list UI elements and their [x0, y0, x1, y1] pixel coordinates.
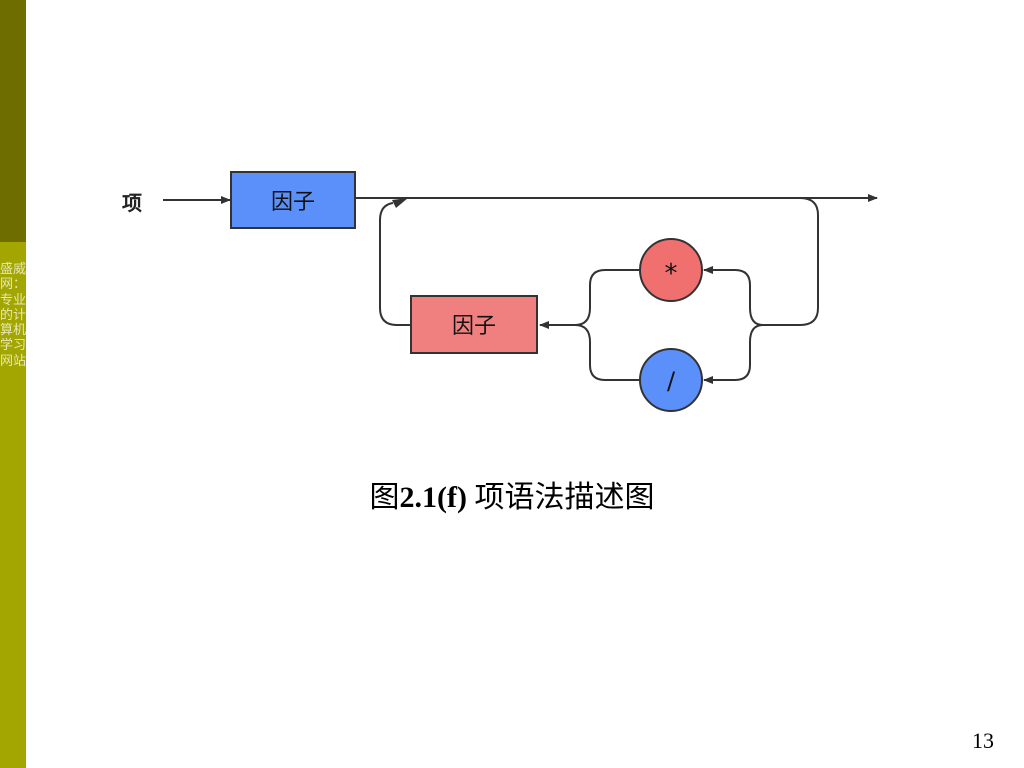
top-factor-box	[230, 171, 356, 229]
bottom-factor-label: 因子	[452, 314, 496, 339]
bottom-factor-box	[410, 295, 538, 354]
merge-multiply-path	[574, 269, 640, 326]
caption-title: 项语法描述图	[466, 481, 655, 514]
page-number: 13	[972, 728, 994, 753]
entry-label: 项	[122, 191, 142, 215]
caption-number: 2.1(f)	[399, 481, 467, 514]
figure-caption: 图2.1(f) 项语法描述图	[0, 472, 1024, 516]
sidebar-top-band	[0, 0, 26, 242]
caption-prefix: 图	[369, 481, 400, 514]
branch-multiply-path	[703, 266, 764, 326]
sidebar: 盛威网：专业的计算机学习网站	[0, 0, 26, 768]
branch-divide-path	[703, 324, 764, 384]
divide-symbol: /	[667, 367, 676, 395]
multiply-symbol: *	[665, 259, 678, 289]
top-factor-label: 因子	[271, 190, 315, 215]
loop-right-path	[763, 197, 819, 326]
return-arrowhead	[392, 198, 408, 208]
merge-divide-path	[574, 324, 640, 381]
sidebar-text: 盛威网：专业的计算机学习网站	[0, 262, 27, 369]
return-path	[379, 202, 411, 326]
